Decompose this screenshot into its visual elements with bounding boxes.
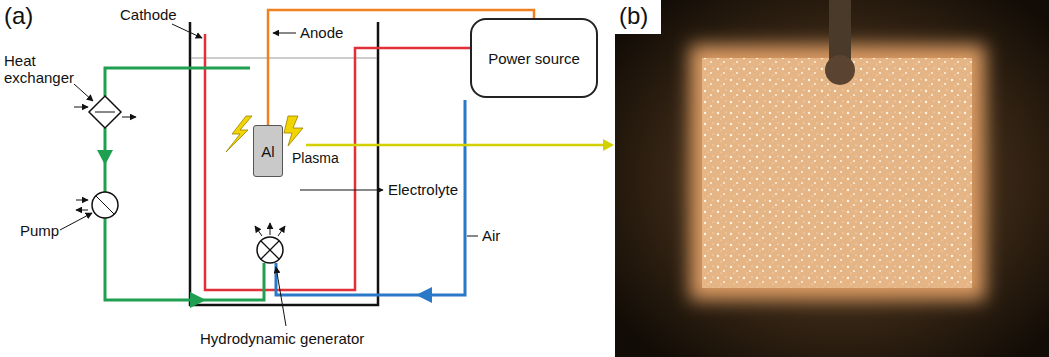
cathode-wire	[205, 34, 470, 290]
node-text: Al	[261, 143, 274, 160]
part-label: Hydrodynamic generator	[200, 330, 364, 347]
glow-halo	[690, 45, 985, 300]
heat-exchanger-symbol	[95, 112, 115, 113]
jet-arrow	[270, 223, 271, 235]
photo-pointer	[306, 144, 604, 147]
panel-letter: (b)	[619, 2, 648, 30]
label-patch	[615, 0, 661, 34]
part-label: Anode	[300, 24, 343, 41]
generator-symbol	[261, 241, 279, 259]
leader-line	[273, 33, 296, 34]
heat-flow-arrow	[74, 107, 88, 108]
tank-wall	[190, 22, 378, 305]
leader-line	[60, 213, 92, 230]
photo-ground	[615, 0, 1049, 357]
part-label: Plasma	[292, 150, 339, 166]
jet-arrow	[255, 226, 262, 236]
air-pipe	[276, 100, 465, 295]
circulation-pipe	[105, 68, 264, 300]
part-label: Pump	[20, 222, 59, 239]
flow-arrowhead	[97, 150, 113, 165]
heat-flow-arrow	[122, 117, 136, 118]
leader-line	[172, 24, 202, 38]
holder-tip	[825, 55, 855, 85]
aluminium-sample: Al	[253, 125, 283, 177]
jet-arrow	[278, 226, 285, 236]
pump-arrow	[76, 210, 88, 211]
plasma-bolt	[284, 116, 303, 146]
plasma-photo	[615, 0, 1049, 357]
part-label: Air	[482, 227, 500, 244]
heat-exchanger-symbol	[89, 96, 121, 128]
leader-line	[300, 190, 383, 191]
generator-symbol	[257, 237, 283, 263]
leader-line	[74, 84, 93, 101]
pump-symbol	[96, 196, 114, 214]
photo-pointer-head	[603, 139, 614, 151]
pump-arrow	[76, 200, 88, 201]
generator-symbol	[261, 241, 279, 259]
glowing-sample	[702, 58, 972, 288]
part-label: Electrolyte	[388, 181, 458, 198]
plasma-bolt	[226, 116, 252, 152]
node-text: Power source	[488, 50, 580, 67]
leader-line	[467, 236, 478, 237]
electrolyte-surface	[191, 58, 377, 59]
part-label: Cathode	[120, 6, 177, 23]
panel-letter: (a)	[4, 2, 33, 30]
leader-line	[276, 267, 286, 326]
flow-arrowhead	[190, 292, 206, 308]
pump-symbol	[92, 192, 118, 218]
air-arrowhead	[416, 287, 432, 303]
power-source-box: Power source	[470, 18, 598, 98]
part-label: Heat exchanger	[4, 52, 82, 87]
